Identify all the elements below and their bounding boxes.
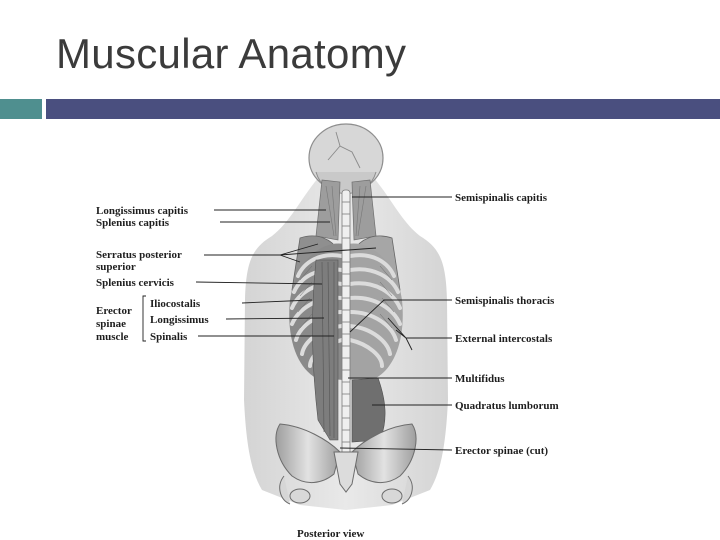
label-splenius-cervicis: Splenius cervicis — [96, 277, 175, 289]
label-erector-line1: Erector — [96, 305, 132, 317]
label-splenius-capitis: Splenius capitis — [96, 217, 170, 229]
label-erector-line3: muscle — [96, 331, 129, 343]
skull — [308, 123, 384, 195]
title-accent-bar-navy — [46, 99, 720, 119]
neck-muscles — [315, 179, 377, 241]
label-iliocostalis: Iliocostalis — [150, 298, 201, 310]
lower-back-right — [351, 377, 386, 443]
label-semispinalis-capitis: Semispinalis capitis — [455, 192, 548, 204]
label-serratus-posterior-line1: Serratus posterior — [96, 249, 182, 261]
label-semispinalis-thoracis: Semispinalis thoracis — [455, 295, 555, 307]
erector-spinae-left — [312, 259, 339, 441]
label-serratus-posterior-line2: superior — [96, 261, 136, 273]
label-erector-line2: spinae — [96, 318, 126, 330]
label-spinalis: Spinalis — [150, 331, 188, 343]
pelvis — [275, 423, 417, 505]
label-erector-spinae-cut: Erector spinae (cut) — [455, 445, 548, 457]
spine — [341, 189, 351, 471]
label-external-intercostals: External intercostals — [455, 333, 553, 345]
label-longissimus: Longissimus — [150, 314, 209, 326]
label-multifidus: Multifidus — [455, 373, 505, 385]
slide-title: Muscular Anatomy — [56, 30, 407, 77]
leader-lines — [195, 196, 453, 451]
title-accent-bar-teal — [0, 99, 42, 119]
label-longissimus-capitis: Longissimus capitis — [96, 205, 189, 217]
erector-spinae-bracket — [142, 295, 146, 342]
figure-caption: Posterior view — [297, 528, 364, 540]
label-quadratus-lumborum: Quadratus lumborum — [455, 400, 559, 412]
